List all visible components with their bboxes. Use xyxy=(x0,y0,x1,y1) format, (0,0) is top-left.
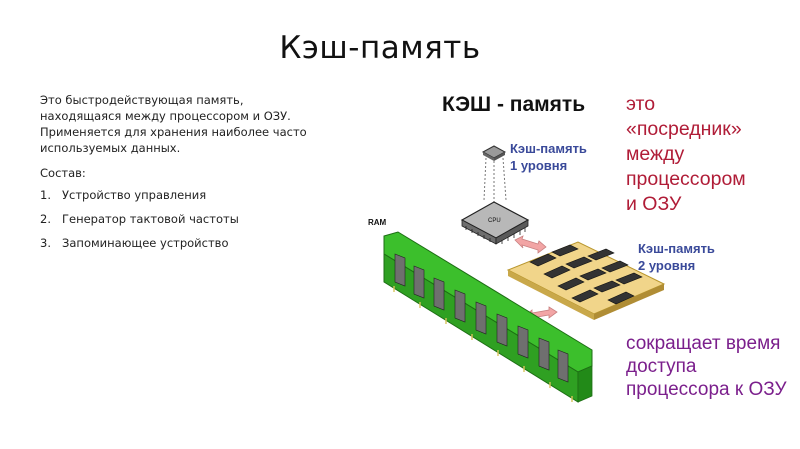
mediator-line: и ОЗУ xyxy=(626,193,682,215)
slide-title: Кэш-память xyxy=(279,30,481,66)
mediator-line: «посредник» xyxy=(626,118,742,140)
access-time-caption: сокращает время доступа процессора к ОЗУ xyxy=(626,332,787,401)
list-item-text: Генератор тактовой частоты xyxy=(62,212,239,226)
intro-line: находящаяся между процессором и ОЗУ. xyxy=(40,109,291,123)
cache-board-icon xyxy=(506,241,666,320)
access-time-line: процессора к ОЗУ xyxy=(626,379,787,400)
ram-module-icon xyxy=(383,231,593,403)
intro-line: используемых данных. xyxy=(40,141,181,155)
list-item-number: 3. xyxy=(40,236,51,250)
l1-cache-chip-icon xyxy=(481,145,507,204)
list-item-number: 1. xyxy=(40,188,51,202)
cache-diagram: CPU xyxy=(383,145,666,403)
access-time-line: сокращает время xyxy=(626,333,781,354)
l2-cache-label-line: Кэш-память xyxy=(638,241,715,256)
intro-paragraph: Это быстродействующая память, находящаяс… xyxy=(40,92,360,156)
l1-cache-label-line: 1 уровня xyxy=(510,158,568,173)
list-item-text: Запоминающее устройство xyxy=(62,236,229,250)
intro-line: Применяется для хранения наиболее часто xyxy=(40,125,307,139)
l1-cache-label-line: Кэш-память xyxy=(510,141,587,156)
intro-line: Это быстродействующая память, xyxy=(40,93,244,107)
components-heading: Состав: xyxy=(40,166,86,180)
l2-cache-label: Кэш-память 2 уровня xyxy=(638,240,715,274)
list-item: 2. Генератор тактовой частоты xyxy=(40,212,239,236)
list-item: 3. Запоминающее устройство xyxy=(40,236,239,260)
mediator-line: процессором xyxy=(626,168,746,190)
list-item: 1. Устройство управления xyxy=(40,188,239,212)
ram-label: RAM xyxy=(368,218,387,227)
double-arrow-icon xyxy=(514,235,547,254)
l2-cache-label-line: 2 уровня xyxy=(638,258,696,273)
access-time-line: доступа xyxy=(626,356,697,377)
l1-cache-label: Кэш-память 1 уровня xyxy=(510,140,587,174)
mediator-line: между xyxy=(626,143,685,165)
components-list: 1. Устройство управления 2. Генератор такт… xyxy=(40,188,239,260)
cpu-label: CPU xyxy=(488,218,501,224)
diagram-heading: КЭШ - память xyxy=(442,93,586,116)
cpu-chip-icon: CPU xyxy=(460,201,530,245)
mediator-caption: это «посредник» между процессором и ОЗУ xyxy=(626,92,746,217)
mediator-line: это xyxy=(626,93,656,115)
list-item-number: 2. xyxy=(40,212,51,226)
list-item-text: Устройство управления xyxy=(62,188,207,202)
